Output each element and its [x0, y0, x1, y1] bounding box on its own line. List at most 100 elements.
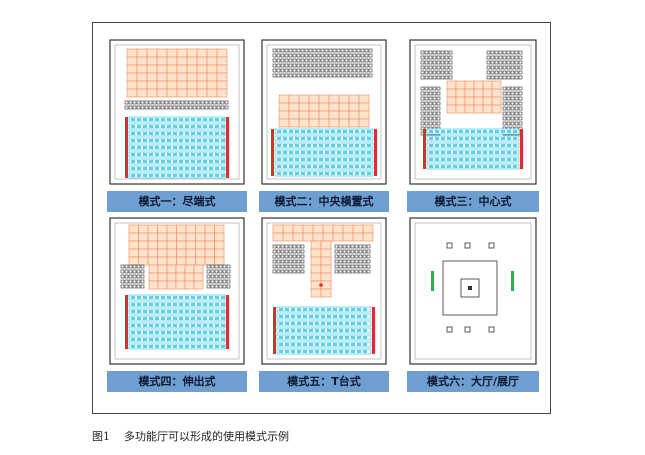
- seat: [471, 137, 475, 140]
- seat: [313, 158, 317, 161]
- loose-chair: [350, 264, 355, 269]
- seat: [355, 151, 359, 154]
- loose-chair: [192, 105, 197, 110]
- seat: [429, 158, 433, 161]
- stage-cell: [455, 96, 466, 106]
- seat: [283, 130, 287, 133]
- loose-chair: [296, 244, 301, 249]
- loose-chair: [296, 53, 301, 58]
- loose-chair: [424, 75, 429, 80]
- loose-chair: [204, 100, 209, 105]
- stage-cell: [166, 280, 177, 290]
- loose-chair: [502, 50, 507, 55]
- seat: [325, 151, 329, 154]
- loose-chair: [218, 269, 223, 274]
- seat: [185, 139, 189, 142]
- seat: [137, 167, 141, 170]
- loose-chair: [432, 116, 437, 121]
- loose-chair: [420, 86, 425, 91]
- loose-chair: [292, 249, 297, 254]
- seat: [161, 303, 165, 306]
- loose-chair: [360, 63, 365, 68]
- seat: [301, 137, 305, 140]
- seat: [191, 167, 195, 170]
- seat: [149, 338, 153, 341]
- seat: [197, 345, 201, 348]
- seat: [351, 350, 355, 353]
- loose-chair: [284, 244, 289, 249]
- stage-cell: [320, 264, 332, 274]
- loose-chair: [136, 284, 141, 289]
- seat: [447, 158, 451, 161]
- loose-chair: [502, 91, 507, 96]
- seat: [501, 137, 505, 140]
- loose-chair: [276, 244, 281, 249]
- seat: [197, 153, 201, 156]
- stage-cell: [196, 72, 208, 82]
- seat: [197, 331, 201, 334]
- loose-chair: [218, 284, 223, 289]
- loose-chair: [342, 244, 347, 249]
- loose-chair: [332, 53, 337, 58]
- seat: [295, 172, 299, 175]
- seat: [297, 322, 301, 325]
- seat: [307, 144, 311, 147]
- seat: [167, 167, 171, 170]
- loose-chair: [420, 126, 425, 131]
- seat: [137, 153, 141, 156]
- center-point: [468, 286, 472, 290]
- loose-chair: [272, 63, 277, 68]
- stage-cell: [282, 232, 294, 242]
- stage-cell: [206, 64, 218, 74]
- loose-chair: [348, 68, 353, 73]
- stage-cell: [362, 224, 374, 234]
- seat: [203, 167, 207, 170]
- loose-chair: [506, 55, 511, 60]
- loose-chair: [132, 269, 137, 274]
- loose-chair: [518, 96, 523, 101]
- seat: [279, 350, 283, 353]
- loose-chair: [420, 75, 425, 80]
- loose-chair: [206, 269, 211, 274]
- loose-chair: [328, 53, 333, 58]
- loose-chair: [292, 254, 297, 259]
- stage-cell: [146, 56, 158, 66]
- stage-cell: [482, 104, 493, 114]
- stage-cell: [288, 94, 300, 104]
- loose-chair: [344, 58, 349, 63]
- loose-chair: [346, 254, 351, 259]
- loose-chair: [140, 269, 145, 274]
- seat: [203, 132, 207, 135]
- stage-cell: [193, 264, 204, 274]
- loose-chair: [224, 100, 229, 105]
- loose-chair: [288, 249, 293, 254]
- loose-chair: [128, 284, 133, 289]
- seat: [319, 158, 323, 161]
- loose-chair: [288, 63, 293, 68]
- seat: [495, 137, 499, 140]
- seat: [173, 174, 177, 177]
- loose-chair: [136, 100, 141, 105]
- seat: [459, 144, 463, 147]
- loose-chair: [444, 60, 449, 65]
- seat: [339, 322, 343, 325]
- loose-chair: [300, 68, 305, 73]
- side-loose-seating: [420, 86, 441, 136]
- seat: [319, 151, 323, 154]
- seat: [209, 125, 213, 128]
- seat: [507, 137, 511, 140]
- display-stand: [464, 326, 471, 333]
- red-rail-right: [226, 295, 229, 349]
- seat: [343, 172, 347, 175]
- side-chairs-left: [120, 264, 145, 289]
- seat: [179, 324, 183, 327]
- seat: [279, 322, 283, 325]
- stage-cell: [308, 118, 320, 128]
- loose-chair: [358, 254, 363, 259]
- loose-chair: [296, 249, 301, 254]
- stage-cell: [186, 80, 198, 90]
- stage-cell: [216, 72, 228, 82]
- seat: [355, 144, 359, 147]
- loose-chair: [120, 274, 125, 279]
- loose-chair: [288, 254, 293, 259]
